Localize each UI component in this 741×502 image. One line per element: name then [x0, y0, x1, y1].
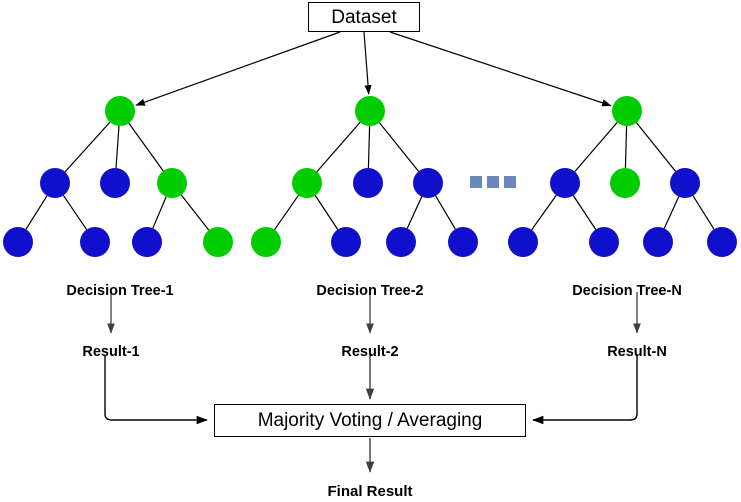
tree-2-leaf-node-4[interactable] [448, 227, 478, 257]
majority-voting-label: Majority Voting / Averaging [257, 410, 483, 431]
tree-label-1: Decision Tree-1 [66, 283, 174, 299]
tree-3-root-edge-1 [574, 121, 618, 173]
dataset-to-root-edge-3 [389, 31, 612, 107]
tree-1-leaf-node-3[interactable] [132, 227, 162, 257]
tree-2-branch-node-3[interactable] [413, 168, 443, 198]
tree-2-root-edge-2 [367, 125, 371, 169]
tree-3-leaf-edge-1 [531, 194, 557, 231]
dataset-to-root-edge-2 [363, 31, 372, 95]
tree-1-root-edge-1 [64, 121, 111, 173]
tree-3-leaf-edge-3 [663, 196, 680, 229]
tree-3-leaf-edge-4 [692, 195, 715, 230]
tree-2-leaf-node-2[interactable] [331, 227, 361, 257]
tree-label-n: Decision Tree-N [572, 283, 682, 299]
ellipsis-dot-1 [470, 176, 482, 188]
tree-3-leaf-node-2[interactable] [589, 227, 619, 257]
tree-3-root-edge-2 [624, 125, 628, 169]
tree-3-leaf-node-4[interactable] [707, 227, 737, 257]
tree-1-root-edge-3 [128, 122, 164, 172]
tree-1-leaf-node-2[interactable] [80, 227, 110, 257]
tree-1-root-node[interactable] [105, 96, 135, 126]
tree-2-leaf-edge-3 [406, 196, 423, 229]
tree-3-branch-node-3[interactable] [670, 168, 700, 198]
ellipsis-dot-3 [504, 176, 516, 188]
tree-2-leaf-node-3[interactable] [386, 227, 416, 257]
final-result-label: Final Result [327, 483, 413, 500]
result-1-to-voting-connector [104, 355, 208, 425]
tree-1-root-edge-2 [115, 125, 120, 169]
tree-1-branch-node-2[interactable] [100, 168, 130, 198]
tree-2-leaf-edge-4 [435, 195, 456, 230]
tree-3-leaf-edge-2 [572, 195, 597, 230]
tree-2-root-node[interactable] [355, 96, 385, 126]
tree-2-branch-node-2[interactable] [353, 168, 383, 198]
result-label-1: Result-1 [82, 344, 140, 360]
tree-3-leaf-node-3[interactable] [643, 227, 673, 257]
tree-1-leaf-edge-4 [180, 194, 210, 231]
tree-1-branch-node-3[interactable] [157, 168, 187, 198]
tree-2-leaf-node-1[interactable] [251, 227, 281, 257]
result-label-n: Result-N [607, 344, 667, 360]
tree-3-branch-node-2[interactable] [610, 168, 640, 198]
ellipsis-dot-2 [487, 176, 499, 188]
tree-3-root-node[interactable] [612, 96, 642, 126]
tree-2-leaf-edge-2 [314, 195, 339, 230]
tree-1-leaf-edge-1 [25, 195, 48, 230]
majority-voting-box[interactable]: Majority Voting / Averaging [214, 404, 526, 437]
result-label-2: Result-2 [341, 344, 399, 360]
tree-3-branch-node-1[interactable] [550, 168, 580, 198]
dataset-to-root-edge-1 [135, 31, 341, 106]
tree-2-root-edge-1 [316, 121, 361, 173]
tree-1-leaf-edge-3 [152, 196, 167, 229]
dataset-box[interactable]: Dataset [308, 2, 420, 32]
tree-1-branch-node-1[interactable] [40, 168, 70, 198]
tree-2-root-edge-3 [378, 122, 420, 172]
tree-2-leaf-edge-1 [274, 194, 299, 231]
dataset-box-label: Dataset [331, 6, 397, 28]
tree-1-leaf-node-1[interactable] [3, 227, 33, 257]
tree-1-leaf-edge-2 [62, 195, 88, 230]
tree-label-2: Decision Tree-2 [316, 283, 424, 299]
tree-2-branch-node-1[interactable] [292, 168, 322, 198]
edges-group [3, 31, 737, 473]
tree-3-leaf-node-1[interactable] [508, 227, 538, 257]
tree-3-root-edge-3 [635, 122, 677, 172]
result-n-to-voting-connector [532, 355, 638, 425]
tree-1-leaf-node-4[interactable] [203, 227, 233, 257]
